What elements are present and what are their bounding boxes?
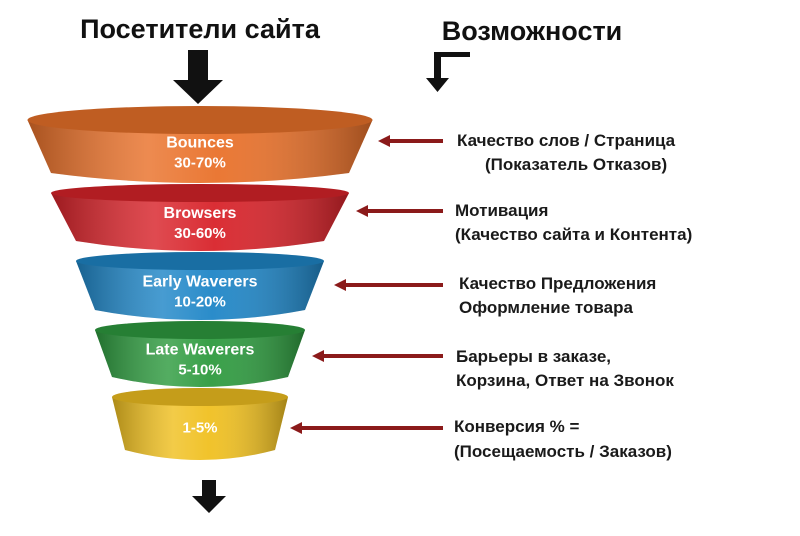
- opportunity-line: Мотивация: [455, 201, 548, 220]
- left-arrow-icon: [334, 279, 443, 291]
- opportunity-line: Корзина, Ответ на Звонок: [456, 371, 674, 390]
- opportunity-line: (Качество сайта и Контента): [455, 225, 692, 244]
- opportunity-line: (Показатель Отказов): [485, 155, 667, 174]
- opportunity-line: Барьеры в заказе,: [456, 347, 611, 366]
- opportunities-list: Качество слов / Страница (Показатель Отка…: [290, 131, 692, 461]
- funnel-stage-shading: [27, 120, 373, 183]
- stage-name: Bounces: [166, 135, 234, 152]
- stage-name: Early Waverers: [142, 274, 257, 291]
- stage-rate: 1-5%: [182, 420, 217, 437]
- funnel-stage: Late Waverers 5-10%: [95, 321, 305, 387]
- bottom-down-arrow-icon: [192, 480, 226, 513]
- funnel-stage-shading: [112, 397, 288, 460]
- stage-rate: 30-70%: [174, 155, 226, 172]
- opportunity-line: (Посещаемость / Заказов): [454, 442, 672, 461]
- left-arrow-icon: [356, 205, 443, 217]
- opportunity-line: Конверсия % =: [454, 417, 579, 436]
- corner-down-arrow-icon: [426, 52, 470, 92]
- left-arrow-icon: [378, 135, 443, 147]
- opportunity-line: Качество слов / Страница: [457, 131, 676, 150]
- opportunity-line: Качество Предложения: [459, 274, 656, 293]
- funnel-stage-shading: [51, 193, 349, 251]
- left-arrow-icon: [312, 350, 443, 362]
- stage-name: Late Waverers: [146, 342, 255, 359]
- stage-rate: 10-20%: [174, 294, 226, 311]
- stage-name: Browsers: [164, 205, 237, 222]
- funnel-stages: Bounces 30-70% Browsers 30-60% Early Waverer…: [27, 106, 373, 460]
- funnel-stage: Bounces 30-70%: [27, 106, 373, 183]
- funnel-stage-top: [95, 321, 305, 339]
- funnel-stage: Browsers 30-60%: [51, 184, 349, 251]
- visitors-title: Посетители сайта: [80, 14, 321, 44]
- funnel-stage: Early Waverers 10-20%: [76, 252, 324, 320]
- funnel-stage-shading: [95, 330, 305, 387]
- funnel-stage-top: [51, 184, 349, 202]
- down-arrow-icon: [173, 50, 223, 104]
- funnel-stage-top: [112, 388, 288, 406]
- funnel-stage-top: [27, 106, 373, 134]
- funnel-stage: 1-5%: [112, 388, 288, 460]
- funnel-stage-shading: [76, 261, 324, 320]
- opportunities-title: Возможности: [442, 16, 623, 46]
- stage-rate: 30-60%: [174, 225, 226, 242]
- funnel-stage-top: [76, 252, 324, 270]
- stage-rate: 5-10%: [178, 362, 221, 379]
- left-arrow-icon: [290, 422, 443, 434]
- opportunity-line: Оформление товара: [459, 298, 633, 317]
